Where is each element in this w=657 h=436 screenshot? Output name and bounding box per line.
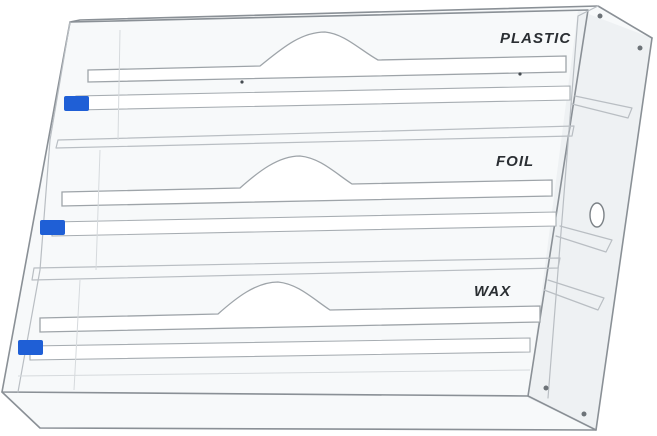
shelf-wax-cutter-plate — [39, 281, 541, 333]
shelf-plastic-plate — [55, 125, 575, 149]
shelf-foil-cutter-plate — [61, 155, 553, 207]
shelf-plastic-ramp — [571, 95, 633, 119]
screw-top-far-right — [637, 45, 643, 51]
label-plastic: PLASTIC — [500, 30, 571, 47]
shelf-plastic-clip-right — [518, 72, 522, 76]
shelf-plastic-cutter-plate — [87, 31, 567, 83]
screw-bottom-right — [543, 385, 549, 391]
top-back-edge — [69, 5, 653, 39]
bottom-back-edge — [1, 391, 597, 431]
shelf-wax-roll-rod — [29, 337, 531, 361]
interior-reflection-bottom — [17, 369, 531, 377]
shelf-wax-blue-cap — [18, 340, 43, 355]
screw-top-right — [597, 13, 603, 19]
left-inner-edge — [17, 21, 71, 393]
label-wax: WAX — [474, 283, 511, 300]
shelf-foil-blue-cap — [40, 220, 65, 235]
shelf-plastic: PLASTIC — [55, 30, 633, 149]
label-foil: FOIL — [496, 153, 534, 170]
shelf-foil-ramp — [555, 225, 613, 253]
shelf-wax-ramp — [543, 279, 605, 311]
shelf-foil: FOIL — [31, 153, 613, 281]
shelf-foil-plate — [31, 257, 561, 281]
interior-reflection-left — [73, 29, 121, 391]
shelf-plastic-blue-cap — [64, 96, 89, 111]
shelf-wax: WAX — [18, 279, 605, 361]
right-inner-edge — [547, 5, 599, 399]
right-back-edge — [595, 37, 653, 431]
screw-bottom-far-right — [581, 411, 587, 417]
side-knob — [589, 202, 605, 228]
shelf-plastic-clip-left — [240, 80, 244, 84]
